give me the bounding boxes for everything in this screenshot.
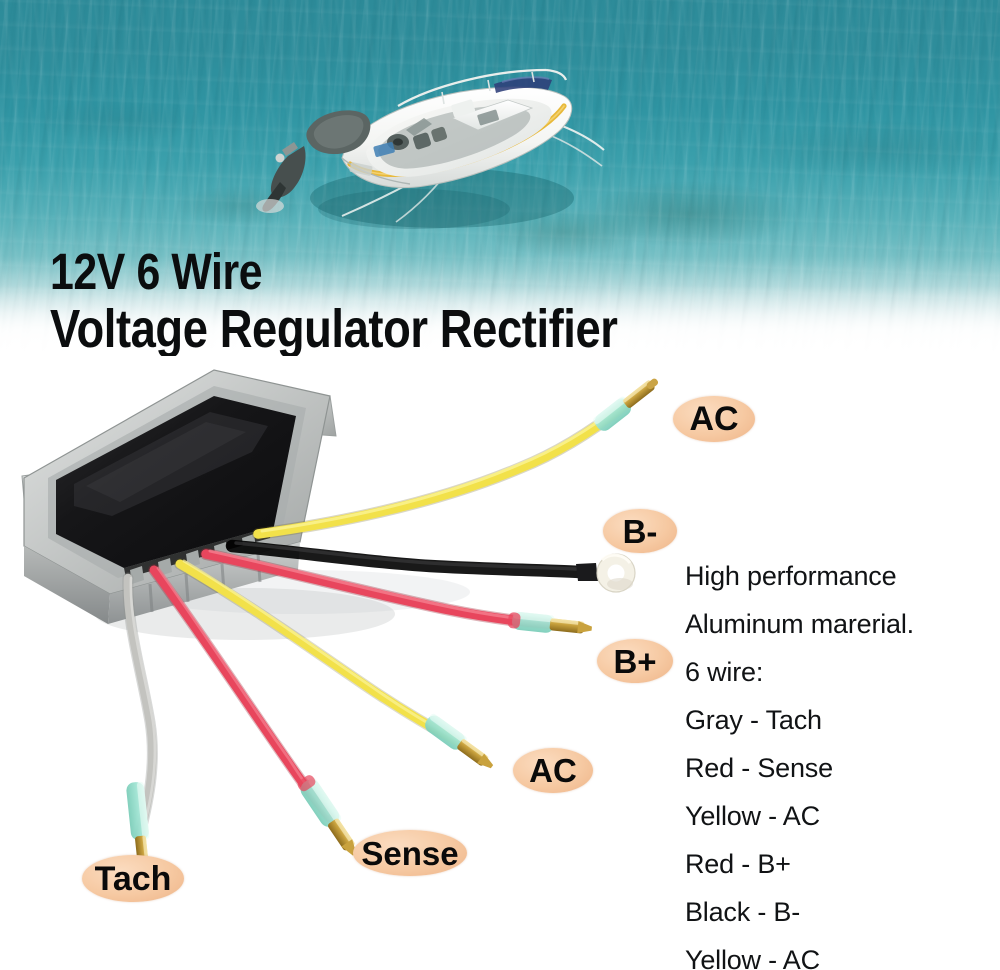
headline-line-2: Voltage Regulator Rectifier [50,299,618,359]
spec-line: Gray - Tach [685,705,822,735]
spec-line: 6 wire: [685,657,764,687]
callout-label: AC [529,752,577,789]
callout-badge-sense: Sense [353,830,467,876]
headline-line-1: 12V 6 Wire [50,243,263,300]
motorboat-image [256,68,605,229]
callout-label: B- [622,512,658,550]
callout-label: Sense [361,834,459,872]
callout-badge-b-plus: B+ [597,639,673,683]
headline-block: 12V 6 Wire Voltage Regulator Rectifier [50,246,850,356]
product-photo-area: AC B- B+ AC Sense Tach [0,356,1000,970]
spec-line: Red - Sense [685,753,833,783]
spec-line: Black - B- [685,897,801,927]
photo-bottom-fade [0,286,1000,356]
spec-line: Yellow - AC [685,801,820,831]
callout-badge-ac-top: AC [673,396,755,442]
callout-label: Tach [94,859,172,898]
callout-label: AC [689,400,739,438]
callout-label: B+ [613,642,657,680]
hero-ocean-photo [0,0,1000,356]
callout-badge-ac-mid: AC [513,748,593,793]
spec-line: High performance [685,561,897,591]
callout-badge-tach: Tach [82,855,184,902]
regulator-product-image [21,369,659,873]
spec-line: Red - B+ [685,849,791,879]
spec-line: Aluminum marerial. [685,609,914,639]
specification-list: High performance Aluminum marerial. 6 wi… [685,552,995,970]
callout-badge-b-minus: B- [603,509,677,553]
spec-line: Yellow - AC [685,945,820,970]
